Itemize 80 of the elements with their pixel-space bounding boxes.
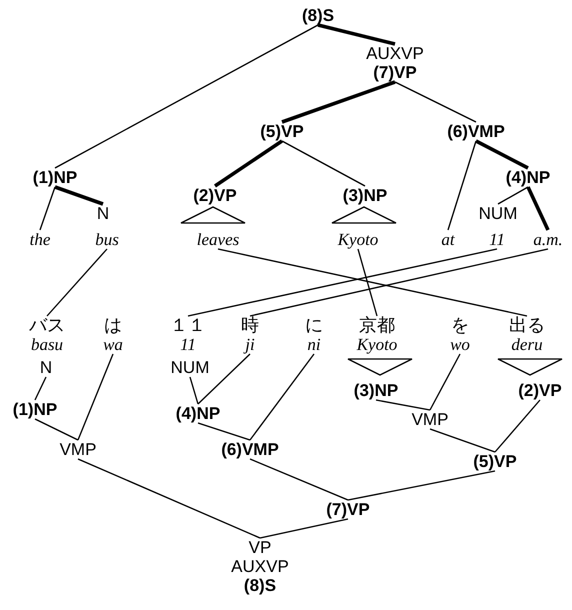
japanese-word: に: [305, 316, 323, 335]
phrase-label: (6)VMP: [221, 440, 279, 459]
word-label: 11: [489, 230, 505, 249]
phrase-label: (5)VP: [260, 122, 304, 141]
romanization-label: Kyoto: [356, 335, 398, 354]
tree-branch: [249, 354, 315, 440]
word-label: bus: [95, 230, 119, 249]
tree-branch: [498, 186, 528, 205]
category-label: AUXVP: [366, 44, 424, 63]
word-label: the: [30, 230, 50, 249]
phrase-label: (4)NP: [506, 168, 550, 187]
tree-branch: [282, 140, 366, 187]
word-label: leaves: [196, 230, 240, 249]
romanization-label: ji: [245, 335, 255, 354]
phrase-label: (2)VP: [518, 381, 562, 400]
tree-branch: [54, 185, 104, 206]
romanization-label: 11: [180, 335, 196, 354]
tree-branch: [39, 186, 56, 230]
tree-branch: [494, 400, 540, 452]
phrase-label: (8)S: [244, 576, 276, 595]
romanization-label: ni: [307, 335, 321, 354]
tree-branch: [34, 376, 47, 400]
phrase-label: (2)VP: [193, 186, 237, 205]
romanization-label: deru: [511, 335, 543, 354]
word-label: at: [441, 230, 455, 249]
japanese-word: 時: [241, 316, 259, 335]
tree-branch: [198, 354, 250, 404]
tree-branch: [54, 24, 318, 169]
category-label: N: [40, 358, 52, 377]
japanese-word: 出る: [509, 316, 545, 335]
alignment-line: [188, 248, 498, 317]
alignment-line: [46, 248, 108, 316]
japanese-word: を: [451, 316, 469, 335]
tree-branch: [198, 422, 250, 441]
tree-branch: [475, 139, 529, 170]
phrase-label: (7)VP: [373, 63, 417, 82]
japanese-word: は: [104, 316, 122, 335]
category-label: AUXVP: [231, 557, 289, 576]
tree-branch: [34, 418, 78, 441]
tree-branch: [318, 23, 396, 46]
alignment-line: [250, 248, 548, 317]
phrase-label: (3)NP: [342, 186, 388, 205]
phrase-label: (7)VP: [326, 500, 370, 519]
tree-branch: [430, 428, 496, 453]
tree-branch: [376, 399, 430, 411]
tree-branch: [447, 140, 477, 230]
phrase-label: (1)NP: [12, 400, 58, 419]
category-label: VP: [248, 538, 272, 557]
romanization-label: wa: [103, 335, 123, 354]
word-label: Kyoto: [338, 230, 378, 249]
tree-branch: [78, 458, 260, 539]
category-label: N: [96, 204, 110, 223]
phrase-label: (3)NP: [354, 381, 398, 400]
tree-branch: [526, 186, 550, 231]
romanization-label: basu: [30, 335, 64, 354]
category-label: VMP: [60, 440, 96, 459]
tree-branch: [77, 354, 114, 440]
japanese-word: 京都: [359, 316, 395, 335]
phrase-label: (5)VP: [473, 452, 517, 471]
phrase-label: (6)VMP: [447, 122, 505, 141]
category-label: NUM: [478, 204, 518, 223]
romanization-label: wo: [450, 335, 470, 354]
alignment-line: [218, 248, 528, 317]
phrase-label: (8)S: [302, 6, 334, 25]
phrase-label: (4)NP: [176, 404, 220, 423]
word-label: a.m.: [533, 230, 563, 249]
japanese-word: バス: [29, 316, 65, 335]
tree-branch: [214, 140, 283, 188]
tree-branch: [429, 354, 461, 410]
category-label: NUM: [170, 358, 210, 377]
japanese-word: １１: [170, 316, 206, 335]
phrase-label: (1)NP: [32, 168, 78, 187]
category-label: VMP: [412, 410, 448, 429]
tree-branch: [189, 376, 199, 404]
alignment-line: [357, 248, 378, 316]
tree-branch: [260, 518, 348, 539]
tree-branch: [394, 81, 476, 123]
tree-branch: [348, 470, 496, 501]
tree-branch: [281, 80, 396, 124]
tree-branch: [250, 458, 348, 501]
